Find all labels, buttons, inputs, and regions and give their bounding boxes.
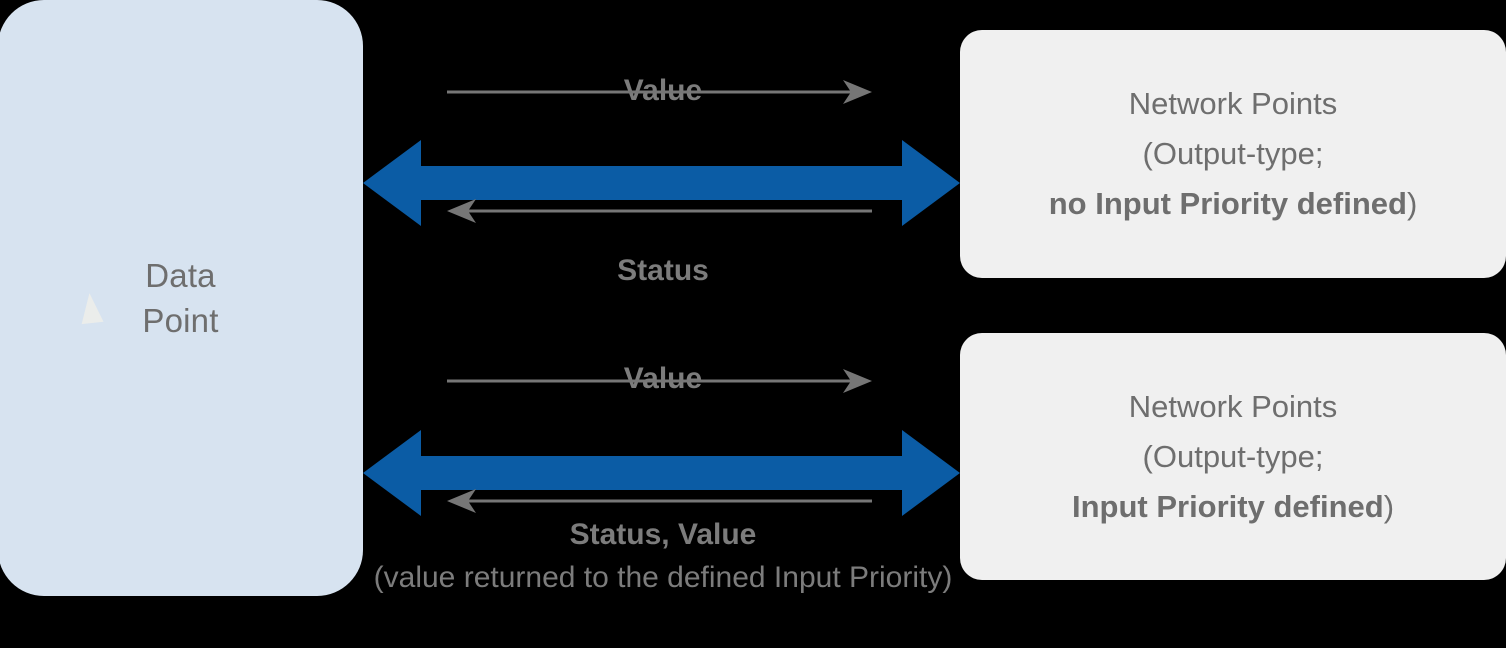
network-points-top-line1: Network Points <box>1128 86 1338 121</box>
data-point-label-line2: Point <box>142 302 219 339</box>
network-points-bottom-line3-tail: ) <box>1383 488 1395 524</box>
flow-bottom-return-arrow-icon <box>447 488 872 514</box>
network-points-top-line2: (Output-type; <box>1142 136 1324 171</box>
flow-bottom-bidirectional-arrow-icon <box>363 430 960 516</box>
flow-top-return-arrow-icon <box>447 198 872 224</box>
network-points-box-bottom[interactable]: Network Points (Output-type; Input Prior… <box>960 333 1506 580</box>
flow-bottom-forward-caption: Value <box>623 362 703 395</box>
flow-top-return-caption: Status <box>617 254 709 287</box>
cursor-arrow-icon <box>78 291 104 325</box>
network-points-bottom-line1: Network Points <box>1128 388 1338 424</box>
data-point-box[interactable]: Data Point <box>0 0 363 596</box>
network-points-top-line3-tail: ) <box>1406 186 1418 221</box>
flow-bottom-return-caption-sub: (value returned to the defined Input Pri… <box>373 561 953 594</box>
network-points-bottom-line3-bold: Input Priority defined <box>1071 488 1384 524</box>
flow-top-bidirectional-arrow-icon <box>363 140 960 226</box>
network-points-bottom-label: Network Points (Output-type; Input Prior… <box>1072 382 1394 532</box>
network-points-box-top[interactable]: Network Points (Output-type; no Input Pr… <box>960 30 1506 278</box>
flow-bottom-return-caption-main: Status, Value <box>569 518 757 551</box>
data-point-label-line1: Data <box>145 257 216 294</box>
data-point-label: Data Point <box>78 253 219 343</box>
network-points-top-label: Network Points (Output-type; no Input Pr… <box>1049 79 1418 229</box>
network-points-top-line3-bold: no Input Priority defined <box>1048 186 1407 221</box>
flow-bottom-return-caption: Status, Value (value returned to the def… <box>363 516 963 600</box>
network-points-bottom-line2: (Output-type; <box>1142 438 1324 474</box>
flow-top-forward-arrow-icon <box>447 79 872 105</box>
flow-bottom-forward-arrow-icon <box>447 368 872 394</box>
